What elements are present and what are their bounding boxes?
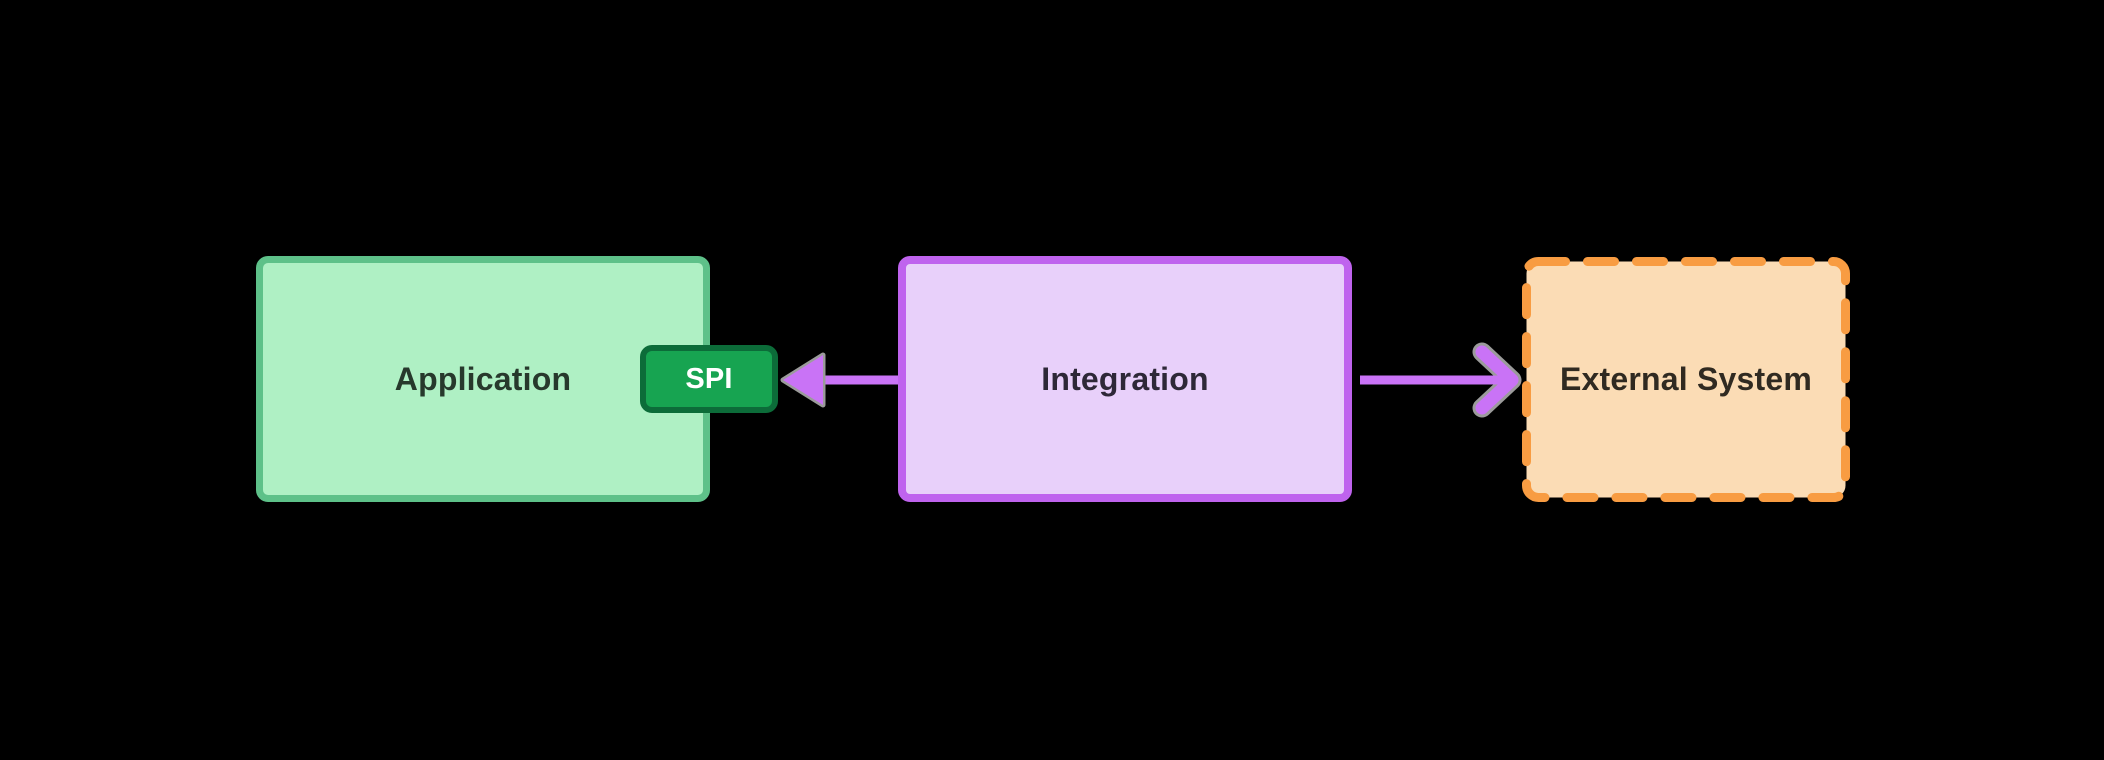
left-arrowhead-icon xyxy=(780,352,826,408)
arrow-integration-to-external-system xyxy=(1360,342,1522,418)
right-arrowhead-icon xyxy=(1475,345,1519,415)
external-system-label: External System xyxy=(1559,361,1812,397)
spi-label: SPI xyxy=(685,362,733,395)
application-label: Application xyxy=(394,360,572,397)
node-application: Application xyxy=(256,256,710,502)
dashed-border xyxy=(1522,257,1850,502)
integration-label: Integration xyxy=(1041,360,1209,397)
arrow-integration-to-spi xyxy=(780,352,898,408)
node-spi-badge: SPI xyxy=(640,345,778,413)
node-external-system: External System xyxy=(1522,257,1850,502)
node-integration: Integration xyxy=(898,256,1352,502)
